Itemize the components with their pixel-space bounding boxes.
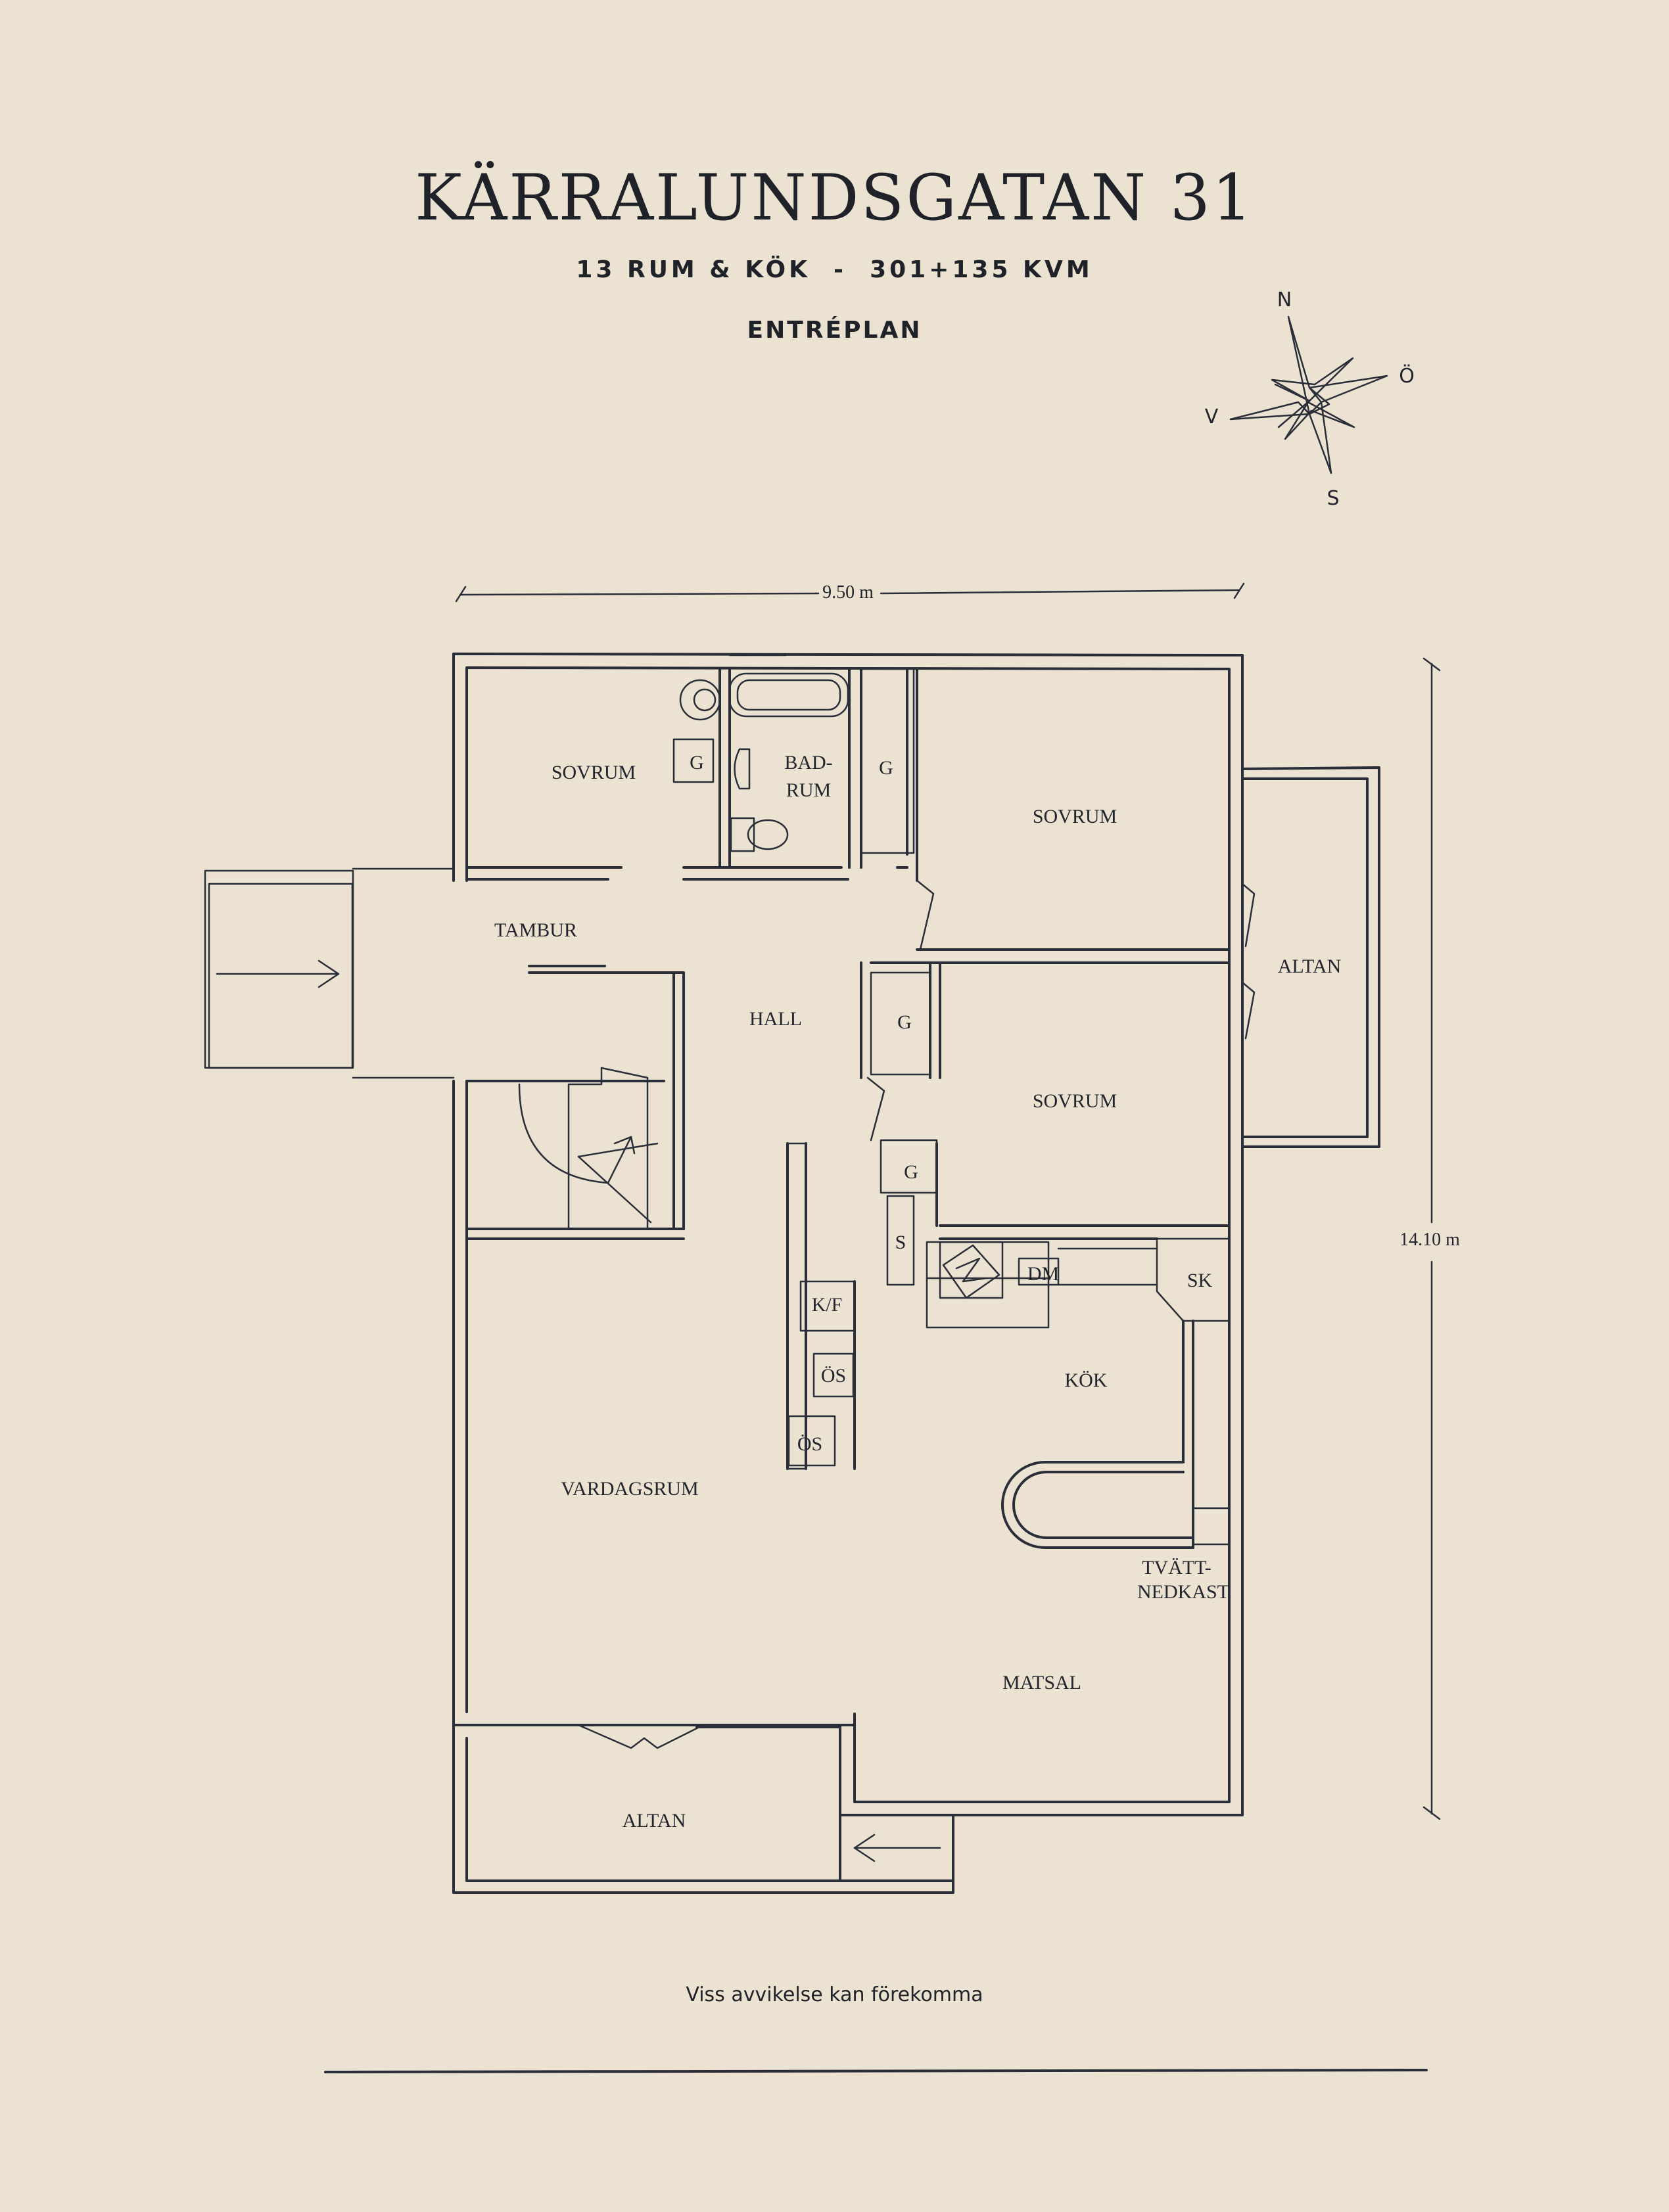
page-title: KÄRRALUNDSGATAN 31 xyxy=(415,161,1254,235)
height-dimension: 14.10 m xyxy=(1399,657,1460,1820)
room-sovrum-nw: SOVRUM xyxy=(552,762,636,783)
g-box-bath xyxy=(672,738,715,783)
room-altan-south: ALTAN xyxy=(623,1810,686,1832)
room-sovrum-mid: SOVRUM xyxy=(1033,1090,1117,1112)
room-tvatt-line1: TVÄTT- xyxy=(1142,1557,1211,1578)
room-badrum-line2: RUM xyxy=(786,779,831,801)
fixture-g-small: G xyxy=(904,1161,918,1183)
compass-rose-icon: N Ö S V xyxy=(1205,288,1415,510)
width-dimension-label: 9.50 m xyxy=(822,582,874,603)
compass-east: Ö xyxy=(1399,364,1415,388)
footer-divider xyxy=(324,2069,1428,2073)
fixture-dm: DM xyxy=(1027,1263,1059,1285)
interior-walls xyxy=(452,668,1380,1894)
page-subtitle: 13 RUM & KÖK - 301+135 KVM xyxy=(576,256,1093,283)
disclaimer-text: Viss avvikelse kan förekomma xyxy=(686,1983,983,2006)
fixture-labels: G G G G S DM SK K/F ÖS ÖS xyxy=(690,752,1212,1455)
fixture-g-hall: G xyxy=(897,1011,912,1033)
room-kok: KÖK xyxy=(1065,1370,1108,1391)
bathroom-fixtures xyxy=(672,672,849,852)
fixture-os-1: ÖS xyxy=(821,1365,846,1387)
floor-level-label: ENTRÉPLAN xyxy=(747,317,922,344)
fixture-g-closet-top: G xyxy=(879,757,893,779)
room-vardagsrum: VARDAGSRUM xyxy=(561,1478,699,1500)
room-labels: SOVRUM BAD- RUM SOVRUM TAMBUR HALL ALTAN… xyxy=(494,752,1341,1832)
height-dimension-label: 14.10 m xyxy=(1399,1230,1460,1250)
fixture-sk: SK xyxy=(1187,1270,1213,1291)
entrance-porch xyxy=(204,867,455,1079)
compass-west: V xyxy=(1205,405,1219,428)
room-sovrum-ne: SOVRUM xyxy=(1033,806,1117,827)
fixture-kf: K/F xyxy=(812,1294,843,1316)
room-hall: HALL xyxy=(749,1008,802,1030)
width-dimension: 9.50 m xyxy=(455,582,1245,603)
room-badrum-line1: BAD- xyxy=(784,752,832,773)
room-altan-east: ALTAN xyxy=(1278,956,1342,977)
fixture-os-2: ÖS xyxy=(797,1433,822,1455)
fixture-g-bath: G xyxy=(690,752,704,773)
room-tambur: TAMBUR xyxy=(494,919,577,941)
fixture-s: S xyxy=(895,1232,906,1253)
room-tvatt-line2: NEDKAST xyxy=(1137,1581,1229,1603)
compass-south: S xyxy=(1327,487,1339,510)
compass-north: N xyxy=(1277,288,1292,311)
room-matsal: MATSAL xyxy=(1002,1672,1081,1694)
